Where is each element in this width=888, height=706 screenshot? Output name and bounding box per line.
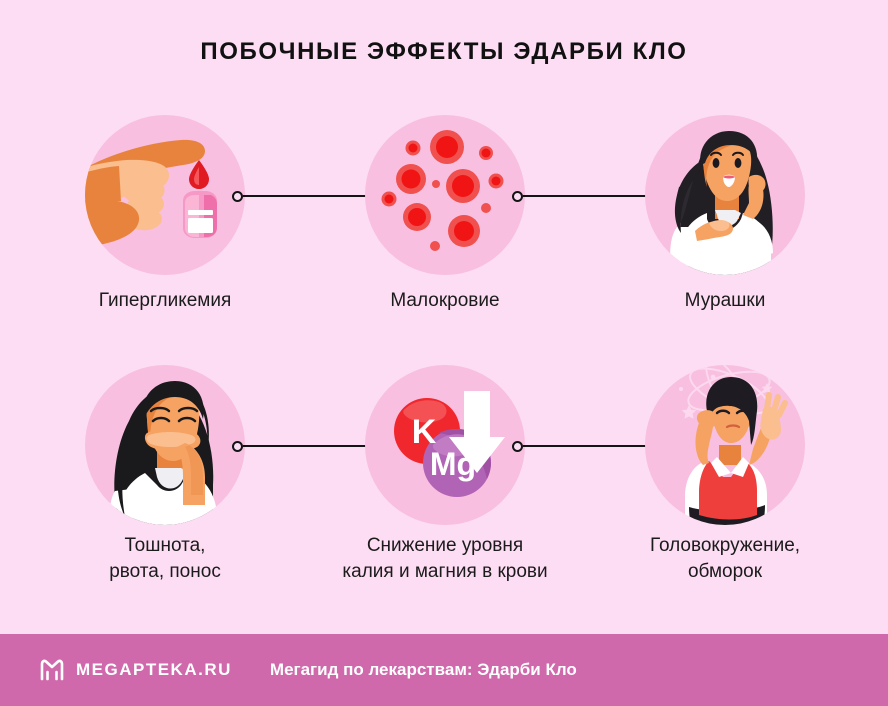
effect-label-hyperglycemia: Гипергликемия — [98, 290, 232, 311]
effect-circle-anemia — [365, 115, 525, 275]
effect-label-electrolytes-line2: калия и магния в крови — [342, 561, 548, 582]
effect-item-nausea[interactable] — [85, 365, 245, 525]
effect-circle-dizziness — [645, 365, 805, 525]
woman-dizziness-icon — [679, 365, 788, 525]
footer-tagline: Мегагид по лекарствам: Эдарби Кло — [269, 660, 577, 679]
effect-item-hyperglycemia[interactable] — [85, 115, 245, 275]
potassium-magnesium-down-icon: K Mg — [394, 391, 505, 497]
effect-circle-nausea — [85, 365, 245, 525]
svg-text:K: K — [412, 413, 437, 451]
connector-r2-c2-c3 — [512, 439, 658, 453]
footer-brand-label[interactable]: MEGAPTEKA.RU — [76, 660, 232, 679]
connector-line — [243, 444, 367, 448]
connector-r2-c1-c2 — [232, 439, 378, 453]
effect-item-anemia[interactable] — [365, 115, 525, 275]
footer-bar: MEGAPTEKA.RU Мегагид по лекарствам: Эдар… — [0, 634, 888, 706]
effect-label-dizziness-line1: Головокружение, — [649, 535, 801, 556]
effects-row-2: K Mg — [0, 365, 888, 565]
effect-label-nausea-line1: Тошнота, — [124, 535, 206, 556]
connector-node-left — [232, 440, 243, 452]
effect-label-electrolytes: Снижение уровня калия и магния в крови — [295, 533, 595, 585]
effect-label-dizziness: Головокружение, обморок — [575, 533, 875, 585]
effect-label-dizziness-line2: обморок — [687, 561, 763, 582]
red-blood-cells-icon — [381, 130, 504, 251]
connector-node-left — [232, 190, 243, 202]
effect-label-goosebumps: Мурашки — [684, 290, 766, 311]
woman-nausea-icon — [109, 381, 217, 525]
megapteka-m-monogram-icon[interactable] — [38, 656, 66, 684]
effect-label-nausea: Тошнота, рвота, понос — [15, 533, 315, 585]
svg-text:Mg: Mg — [430, 446, 476, 482]
effects-row-1 — [0, 115, 888, 315]
woman-goosebumps-icon — [670, 131, 773, 275]
effect-label-electrolytes-line1: Снижение уровня — [366, 535, 524, 556]
connector-node-left — [512, 440, 523, 452]
connector-line — [243, 194, 367, 198]
effect-circle-goosebumps — [645, 115, 805, 275]
effect-item-goosebumps[interactable] — [645, 115, 805, 275]
page-title: ПОБОЧНЫЕ ЭФФЕКТЫ ЭДАРБИ КЛО — [200, 38, 688, 65]
connector-node-left — [512, 190, 523, 202]
effect-circle-hyperglycemia — [85, 115, 245, 275]
connector-line — [523, 444, 647, 448]
effect-label-nausea-line2: рвота, понос — [109, 561, 221, 582]
connector-r1-c2-c3 — [512, 189, 658, 203]
effect-circle-electrolytes: K Mg — [365, 365, 525, 525]
effect-item-dizziness[interactable] — [645, 365, 805, 525]
connector-r1-c1-c2 — [232, 189, 378, 203]
effect-item-electrolytes[interactable]: K Mg — [365, 365, 525, 525]
connector-line — [523, 194, 647, 198]
effect-label-anemia: Малокровие — [390, 290, 500, 311]
hand-glucose-meter-icon — [85, 139, 217, 247]
